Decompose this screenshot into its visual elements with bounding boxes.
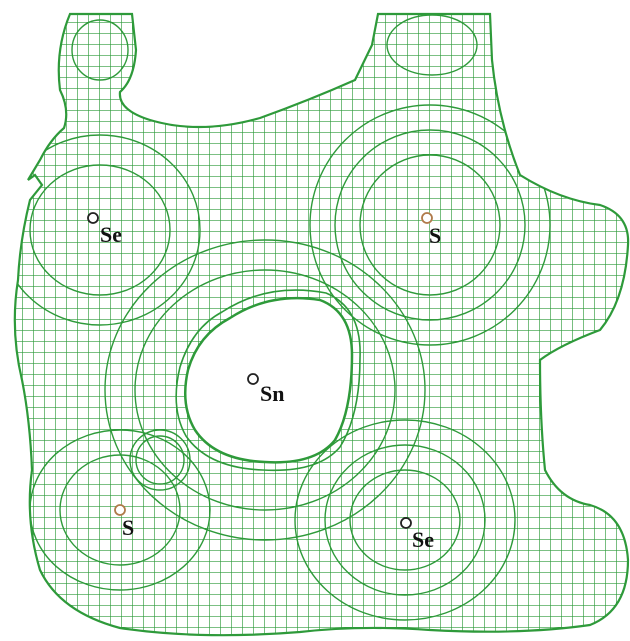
atom-label: S [122, 515, 134, 540]
central-cavity [183, 296, 354, 464]
mesh-outline [13, 12, 630, 637]
atom-label: Sn [260, 381, 284, 406]
atom-marker [421, 212, 433, 224]
atom-label: S [429, 223, 441, 248]
atom-label: Se [412, 527, 434, 552]
atom-marker [400, 517, 412, 529]
atom-label: Se [100, 222, 122, 247]
central-cavity-rim [175, 289, 361, 472]
atom-sn-center: Sn [247, 373, 284, 406]
atom-s-lower-left: S [114, 504, 134, 540]
atom-marker [87, 212, 99, 224]
atom-se-upper-left: Se [87, 212, 122, 247]
atom-s-upper-right: S [421, 212, 441, 248]
atom-marker [247, 373, 259, 385]
atom-se-lower-right: Se [400, 517, 434, 552]
atom-marker [114, 504, 126, 516]
